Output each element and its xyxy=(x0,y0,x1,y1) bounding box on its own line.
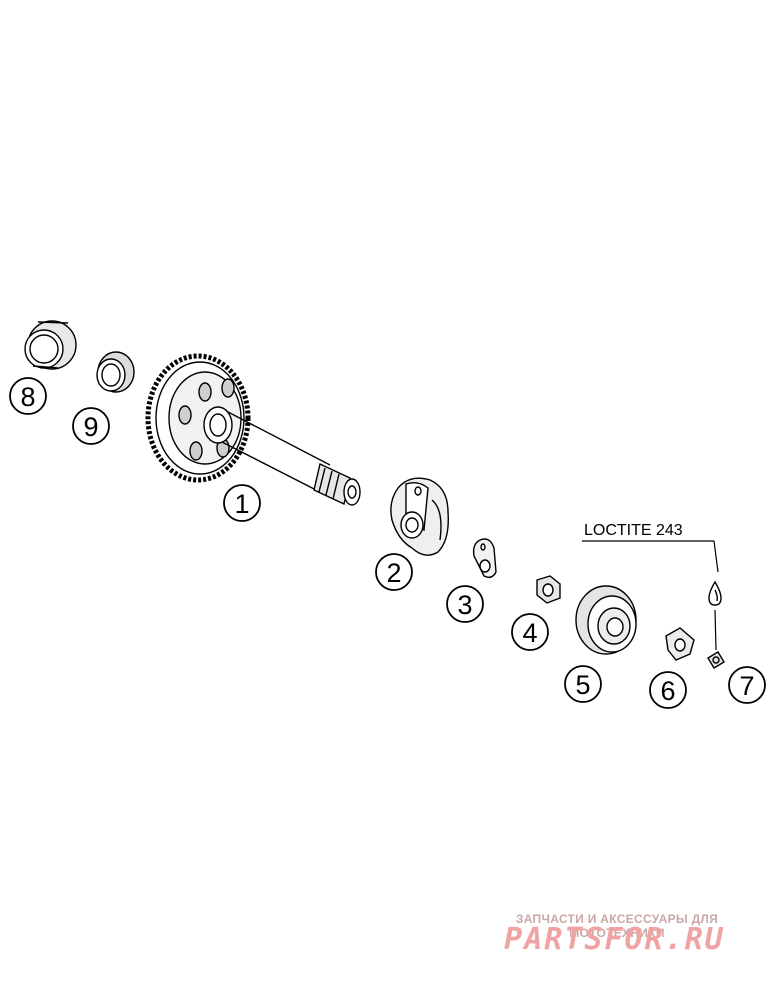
callout-7-number: 7 xyxy=(739,671,754,701)
part-5-ball-bearing xyxy=(575,585,637,655)
callout-1: 1 xyxy=(223,484,261,522)
callout-9: 9 xyxy=(72,407,110,445)
callout-7: 7 xyxy=(728,666,766,704)
loctite-drop-icon xyxy=(708,580,722,606)
loctite-note: LOCTITE 243 xyxy=(584,522,683,539)
part-9-oil-seal xyxy=(96,351,135,393)
callout-6: 6 xyxy=(649,671,687,709)
watermark-brand: PARTSFOR.RU xyxy=(504,922,725,957)
callout-2-number: 2 xyxy=(386,558,401,588)
callout-8-number: 8 xyxy=(20,382,35,412)
callout-9-number: 9 xyxy=(83,412,98,442)
callout-8: 8 xyxy=(9,377,47,415)
callout-4: 4 xyxy=(511,613,549,651)
part-8-bearing-ring xyxy=(24,320,77,370)
part-2-shift-segment xyxy=(390,477,449,556)
callout-1-number: 1 xyxy=(234,489,249,519)
callout-2: 2 xyxy=(375,553,413,591)
part-4-nut xyxy=(536,575,561,604)
part-1-gear-shaft xyxy=(145,353,361,506)
callout-3: 3 xyxy=(446,585,484,623)
callout-4-number: 4 xyxy=(522,618,537,648)
part-6-lock-plate xyxy=(665,627,695,661)
callout-3-number: 3 xyxy=(457,590,472,620)
part-7-screw xyxy=(707,651,725,669)
callout-6-number: 6 xyxy=(660,676,675,706)
watermark-tagline: ЗАПЧАСТИ И АКСЕССУАРЫ ДЛЯ МОТОТЕХНИКИ xyxy=(515,912,719,940)
loctite-leader xyxy=(582,540,719,651)
part-3-locking-lever xyxy=(472,538,497,579)
callout-5: 5 xyxy=(564,665,602,703)
callout-5-number: 5 xyxy=(575,670,590,700)
